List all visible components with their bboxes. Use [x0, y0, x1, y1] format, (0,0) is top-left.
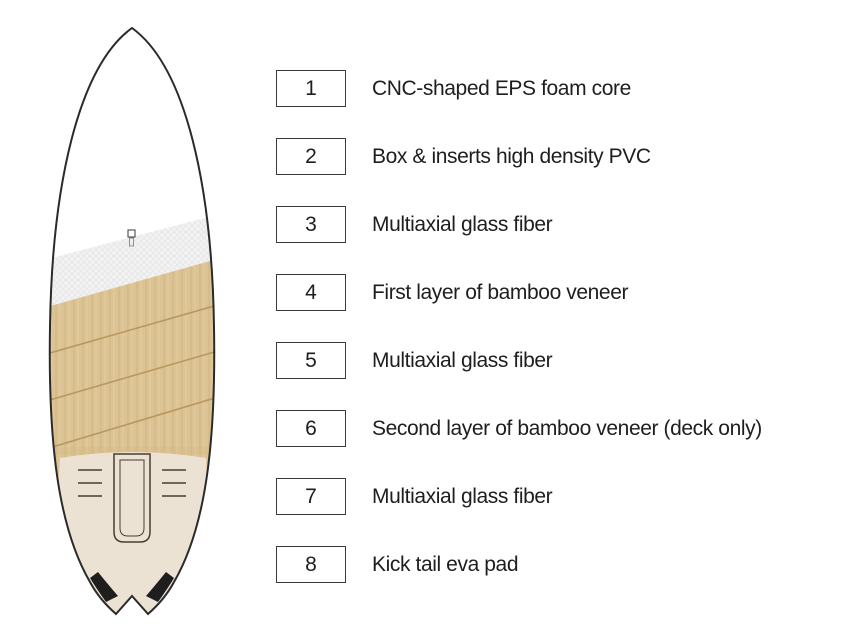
layer-row-4: 4 First layer of bamboo veneer	[276, 272, 836, 313]
pad-inner-groove	[119, 459, 145, 537]
leash-plug-insert	[127, 229, 136, 247]
layer-number: 5	[276, 342, 346, 379]
layer-row-2: 2 Box & inserts high density PVC	[276, 136, 836, 177]
layer-row-3: 3 Multiaxial glass fiber	[276, 204, 836, 245]
layer-number: 4	[276, 274, 346, 311]
layer-number: 1	[276, 70, 346, 107]
layer-row-7: 7 Multiaxial glass fiber	[276, 476, 836, 517]
layer-label: Multiaxial glass fiber	[372, 212, 553, 236]
layer-number: 2	[276, 138, 346, 175]
layer-label: Box & inserts high density PVC	[372, 144, 651, 168]
layer-row-1: 1 CNC-shaped EPS foam core	[276, 68, 836, 109]
layer-row-6: 6 Second layer of bamboo veneer (deck on…	[276, 408, 836, 449]
layer-divider	[49, 347, 215, 405]
layer-number: 3	[276, 206, 346, 243]
layer-label: Multiaxial glass fiber	[372, 348, 553, 372]
layer-number: 6	[276, 410, 346, 447]
layer-row-8: 8 Kick tail eva pad	[276, 544, 836, 585]
layer-divider	[49, 301, 215, 358]
layer-divider	[49, 393, 215, 453]
layer-number: 8	[276, 546, 346, 583]
layer-label: CNC-shaped EPS foam core	[372, 76, 631, 100]
layer-label: First layer of bamboo veneer	[372, 280, 629, 304]
surfboard-illustration	[48, 26, 216, 616]
layer-number: 7	[276, 478, 346, 515]
fin-left	[90, 572, 118, 602]
layer-label: Kick tail eva pad	[372, 552, 519, 576]
layer-row-5: 5 Multiaxial glass fiber	[276, 340, 836, 381]
board-outline	[48, 26, 216, 616]
layer-label: Second layer of bamboo veneer (deck only…	[372, 416, 762, 440]
layer-legend: 1 CNC-shaped EPS foam core 2 Box & inser…	[276, 68, 836, 612]
layer-label: Multiaxial glass fiber	[372, 484, 553, 508]
pad-grooves-left	[78, 469, 102, 497]
pad-center-groove	[113, 453, 151, 543]
fin-right	[146, 572, 174, 602]
pad-grooves-right	[162, 469, 186, 497]
